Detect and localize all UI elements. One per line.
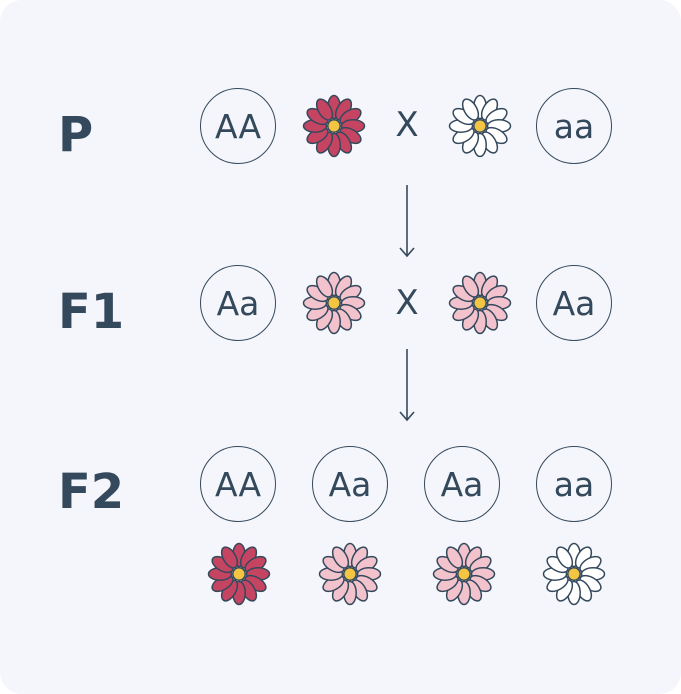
flower-center xyxy=(343,567,357,581)
genotype-f2-1: AA xyxy=(200,446,276,522)
generation-label-f2: F2 xyxy=(58,464,125,520)
cross-symbol-f1: X xyxy=(395,283,419,323)
flower-f2-white xyxy=(542,542,606,606)
generation-label-p: P xyxy=(58,107,94,163)
flower-center xyxy=(327,296,341,310)
flower-center xyxy=(327,119,341,133)
flower-petal xyxy=(220,546,239,569)
genotype-f1-left: Aa xyxy=(200,265,276,341)
arrow-down-icon xyxy=(399,349,415,422)
flower-petal xyxy=(331,546,350,569)
flower-f2-pink-1 xyxy=(318,542,382,606)
flower-center xyxy=(473,119,487,133)
flower-center xyxy=(457,567,471,581)
flower-center xyxy=(232,567,246,581)
flower-petal xyxy=(461,275,480,298)
flower-p-white xyxy=(448,94,512,158)
genotype-f1-right: Aa xyxy=(536,265,612,341)
flower-f1-pink-left xyxy=(302,271,366,335)
flower-f2-pink-2 xyxy=(432,542,496,606)
flower-petal xyxy=(555,546,574,569)
genotype-f2-2: Aa xyxy=(312,446,388,522)
generation-label-f1: F1 xyxy=(58,284,125,340)
flower-f1-pink-right xyxy=(448,271,512,335)
flower-center xyxy=(473,296,487,310)
arrow-down-icon xyxy=(399,185,415,258)
cross-symbol-p: X xyxy=(395,105,419,145)
genotype-p-right: aa xyxy=(536,88,612,164)
flower-p-red xyxy=(302,94,366,158)
flower-center xyxy=(567,567,581,581)
flower-petal xyxy=(315,98,334,121)
genotype-f2-3: Aa xyxy=(424,446,500,522)
flower-f2-red xyxy=(207,542,271,606)
flower-petal xyxy=(461,98,480,121)
genotype-f2-4: aa xyxy=(536,446,612,522)
genotype-p-left: AA xyxy=(200,88,276,164)
flower-petal xyxy=(445,546,464,569)
flower-petal xyxy=(315,275,334,298)
